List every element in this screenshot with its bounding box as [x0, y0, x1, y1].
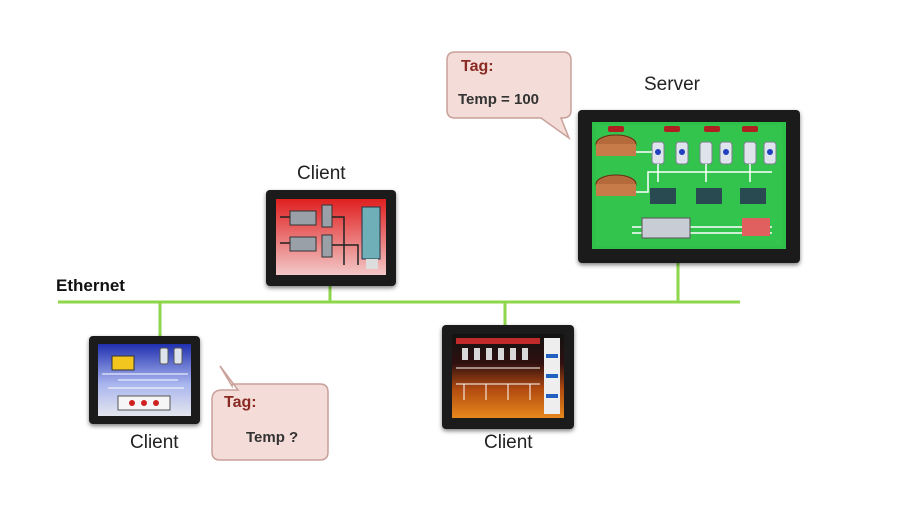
server-tag-title: Tag:	[461, 58, 494, 75]
client-right-hmi-panel	[442, 325, 574, 429]
client-tag-title: Tag:	[224, 394, 257, 411]
client-left-hmi-panel	[89, 336, 200, 424]
server-process-graphic	[595, 125, 782, 246]
server-hmi-panel	[578, 110, 800, 263]
client-right-screen	[452, 334, 564, 418]
server-label: Server	[644, 74, 700, 95]
client-top-hmi-panel	[266, 190, 396, 286]
client-left-screen	[98, 344, 191, 416]
client-left-process-graphic	[102, 347, 188, 411]
client-top-label: Client	[297, 163, 346, 184]
client-right-label: Client	[484, 432, 533, 453]
client-tag-bubble	[211, 365, 329, 461]
ethernet-label: Ethernet	[56, 276, 125, 295]
client-left-label: Client	[130, 432, 179, 453]
server-tag-value: Temp = 100	[458, 91, 540, 108]
server-tag-bubble	[446, 51, 572, 141]
server-screen	[592, 122, 786, 249]
client-tag-value: Temp ?	[246, 429, 299, 446]
client-right-process-graphic	[456, 338, 560, 414]
client-top-process-graphic	[280, 204, 381, 269]
client-top-screen	[276, 199, 386, 275]
